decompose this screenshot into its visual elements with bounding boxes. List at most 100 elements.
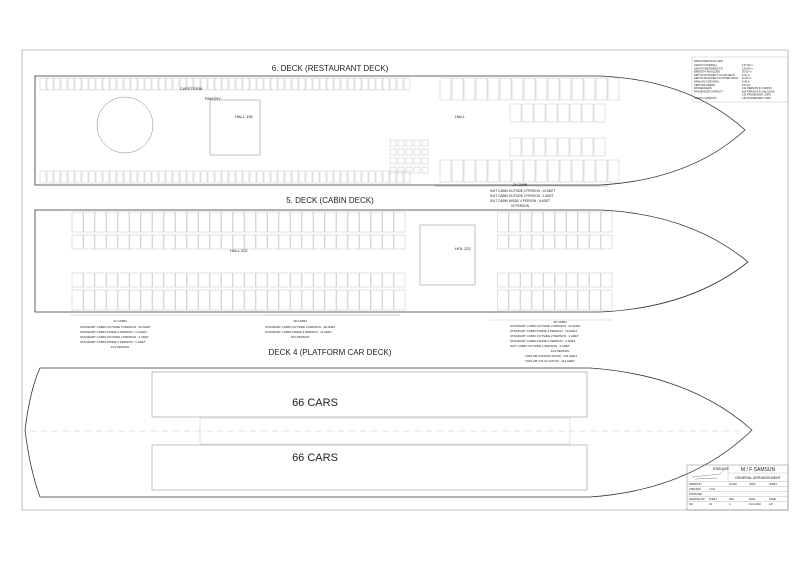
cabin: [463, 159, 476, 183]
svg-text:SUIT CABIN OUTSIDE 4 PERSON :: SUIT CABIN OUTSIDE 4 PERSON : 10 ADET: [490, 189, 555, 193]
seat-block: [74, 77, 82, 91]
seat-block: [95, 77, 103, 91]
cabin: [382, 289, 394, 311]
seat-block: [284, 77, 292, 91]
deck5-hull: [34, 209, 749, 313]
particular-label: PASSENGERS: [694, 86, 712, 90]
cabin: [589, 289, 601, 311]
cabin: [255, 234, 268, 250]
cabin: [382, 234, 394, 250]
cabin: [523, 77, 536, 101]
cabin: [589, 272, 601, 288]
table: [397, 157, 405, 165]
cabin: [535, 159, 548, 183]
seat-block: [270, 170, 278, 184]
cabin: [547, 159, 560, 183]
cabin: [71, 211, 84, 233]
cabin: [600, 272, 613, 288]
seat-block: [200, 77, 208, 91]
cabin: [232, 234, 245, 250]
cabin: [278, 211, 291, 233]
drawing-border: [21, 49, 789, 511]
seat-block: [46, 170, 54, 184]
cabin: [209, 234, 222, 250]
cabin: [152, 289, 164, 311]
seat-block: [340, 170, 348, 184]
cabin: [508, 234, 521, 250]
cabin: [94, 272, 107, 288]
table: [405, 148, 413, 156]
table: [413, 166, 421, 174]
seat-block: [193, 77, 201, 91]
seat-block: [249, 170, 257, 184]
seat-block: [228, 77, 236, 91]
title-block-cell: SHEET: [769, 483, 778, 486]
svg-text:STANDART CABIN INSIDE 4 PERSON: STANDART CABIN INSIDE 4 PERSON : 14 ADET: [80, 330, 147, 334]
cabin: [520, 234, 532, 250]
particular-label: LENGTH BETWEEN P.P.: [694, 66, 723, 70]
deck4-title: DECK 4 (PLATFORM CAR DECK): [269, 348, 392, 357]
svg-text:36 CABIN: 36 CABIN: [553, 320, 566, 324]
cabin: [521, 137, 534, 157]
seat-block: [277, 77, 285, 91]
seat-block: [403, 77, 411, 91]
cabin: [571, 77, 584, 101]
cabin: [290, 234, 302, 250]
cabin: [359, 234, 371, 250]
cabin: [336, 289, 348, 311]
table: [389, 148, 397, 156]
seat-block: [186, 170, 194, 184]
cabin: [301, 289, 314, 311]
svg-text:STANDART CABIN INSIDE 2 PERSON: STANDART CABIN INSIDE 2 PERSON : 0 ADET: [510, 339, 576, 343]
cabin: [301, 234, 314, 250]
seat-block: [256, 170, 264, 184]
cabin: [595, 77, 608, 101]
seat-block: [193, 170, 201, 184]
title-block-cell: CHECKED: [689, 488, 701, 491]
cabin: [232, 289, 245, 311]
seat-block: [403, 170, 411, 184]
cars-top-label: 66 CARS: [292, 397, 338, 409]
cabin: [267, 272, 279, 288]
cabin: [607, 77, 620, 101]
cabin: [577, 289, 590, 311]
cabin: [593, 103, 606, 123]
seat-block: [319, 170, 327, 184]
svg-text:SUIT CABIN INSIDE 4 PERSON : 6: SUIT CABIN INSIDE 4 PERSON : 6 ADET: [490, 199, 550, 203]
seat-block: [249, 77, 257, 91]
title-block-cell: 1:100: [709, 488, 716, 491]
seat-block: [144, 77, 152, 91]
cabin: [117, 272, 130, 288]
cabin: [511, 77, 524, 101]
seat-block: [214, 77, 222, 91]
cabin: [600, 234, 613, 250]
seat-block: [298, 170, 306, 184]
particular-label: DRAUGHT (DESIGN): [694, 80, 719, 84]
cabin: [535, 77, 548, 101]
table: [389, 166, 397, 174]
table: [397, 148, 405, 156]
cabin: [475, 159, 488, 183]
cabin: [163, 234, 176, 250]
cabin: [71, 289, 84, 311]
seat-block: [326, 77, 334, 91]
title-block-cell: DRAWING NO: [689, 498, 705, 501]
seat-block: [88, 77, 96, 91]
seat-block: [382, 170, 390, 184]
seat-block: [158, 170, 166, 184]
cabin: [106, 272, 118, 288]
deck5-cabins: [70, 211, 613, 321]
cabin: [94, 234, 107, 250]
seat-block: [319, 77, 327, 91]
seat-block: [95, 170, 103, 184]
cabin: [221, 272, 233, 288]
seat-block: [347, 77, 355, 91]
cabin: [508, 272, 521, 288]
cabin: [221, 234, 233, 250]
company-name: ENDAZE: [713, 466, 730, 471]
cabin: [439, 77, 452, 101]
cabin: [554, 211, 567, 233]
cabin: [497, 272, 509, 288]
cabin: [313, 211, 325, 233]
title-block-cell: 1/1: [709, 503, 713, 506]
